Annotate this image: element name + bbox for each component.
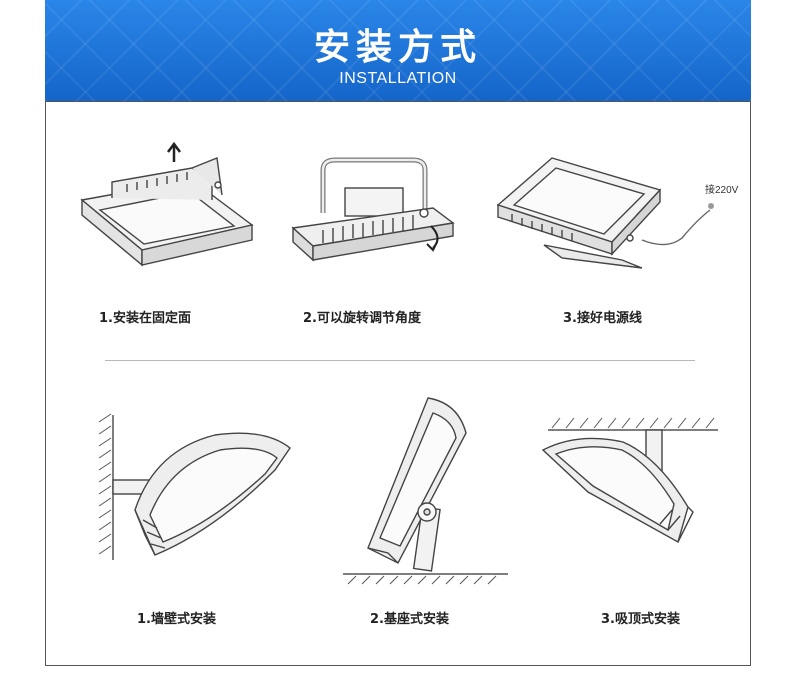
method-2-caption: 2.基座式安装: [370, 612, 449, 627]
section-divider: [105, 360, 695, 361]
page-title: 安装方式: [313, 27, 482, 68]
step-1-caption: 1.安装在固定面: [99, 311, 191, 326]
method-3-caption: 3.吸顶式安装: [601, 612, 680, 627]
wall-mount-icon: [95, 410, 305, 585]
ceiling-mount-icon: [538, 412, 728, 572]
voltage-label: 接220V: [705, 185, 739, 196]
step-2-caption: 2.可以旋转调节角度: [303, 311, 421, 326]
mount-surface-icon: [72, 140, 262, 280]
step-3-caption: 3.接好电源线: [563, 311, 642, 326]
method-1-caption: 1.墙壁式安装: [137, 612, 216, 627]
header-banner: 安装方式 INSTALLATION: [45, 0, 751, 101]
page-subtitle: INSTALLATION: [339, 70, 457, 87]
connect-power-icon: [492, 150, 732, 280]
base-mount-icon: [338, 388, 518, 588]
rotate-adjust-icon: [283, 148, 463, 283]
